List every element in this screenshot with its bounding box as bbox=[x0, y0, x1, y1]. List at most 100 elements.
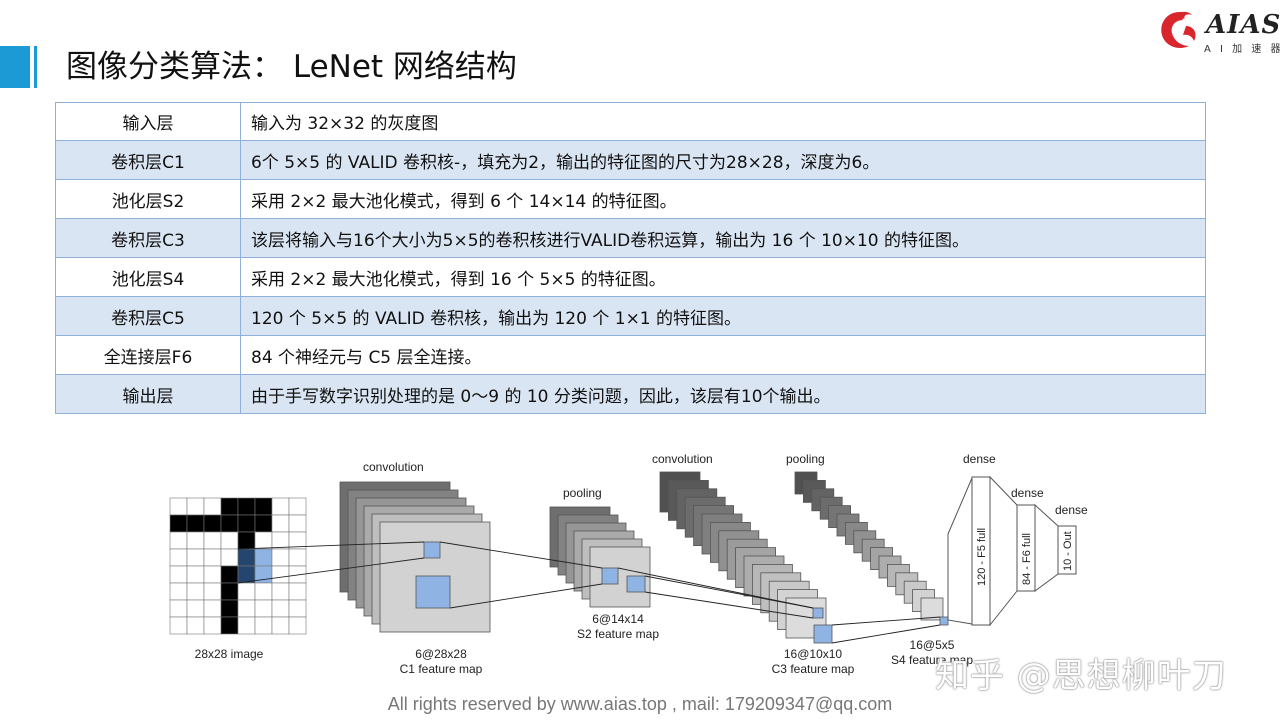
input-pixel bbox=[186, 565, 205, 584]
table-row: 输出层由于手写数字识别处理的是 0～9 的 10 分类问题，因此，该层有10个输… bbox=[55, 374, 1206, 414]
connector-line bbox=[439, 541, 603, 569]
input-pixel bbox=[254, 497, 273, 516]
input-pixel bbox=[237, 531, 256, 550]
s4-cell-highlight bbox=[939, 616, 949, 626]
input-pixel bbox=[169, 582, 188, 601]
input-pixel bbox=[237, 582, 256, 601]
input-pixel bbox=[271, 616, 290, 635]
input-pixel bbox=[220, 565, 239, 584]
input-pixel bbox=[203, 531, 222, 550]
input-pixel bbox=[271, 514, 290, 533]
input-pixel bbox=[271, 582, 290, 601]
s2-name-label: S2 feature map bbox=[577, 627, 659, 641]
input-pixel bbox=[220, 548, 239, 567]
conv1-label: convolution bbox=[363, 460, 424, 474]
f5-label: 120 - F5 full bbox=[976, 528, 988, 586]
input-pixel bbox=[271, 548, 290, 567]
input-pixel bbox=[220, 599, 239, 618]
input-pixel bbox=[203, 497, 222, 516]
input-pixel bbox=[288, 599, 307, 618]
input-pixel bbox=[271, 497, 290, 516]
input-pixel bbox=[186, 514, 205, 533]
input-pixel bbox=[271, 599, 290, 618]
dense3-label: dense bbox=[1055, 503, 1088, 517]
input-pixel bbox=[169, 599, 188, 618]
input-pixel bbox=[288, 616, 307, 635]
layer-name-cell: 输入层 bbox=[55, 102, 241, 141]
connector-line bbox=[644, 591, 814, 619]
c3-size-label: 16@10x10 bbox=[784, 647, 843, 661]
connector-line bbox=[644, 575, 814, 609]
s4-feature-map bbox=[920, 597, 944, 621]
input-pixel bbox=[203, 582, 222, 601]
c1-kernel-highlight bbox=[423, 541, 441, 559]
dense-layers: 120 - F5 full 84 - F6 full 10 - Out bbox=[947, 475, 1077, 627]
input-pixel bbox=[186, 616, 205, 635]
title-accent-line bbox=[34, 46, 37, 88]
connector-line bbox=[831, 616, 941, 626]
title-accent-bar bbox=[0, 46, 30, 88]
c3-name-label: C3 feature map bbox=[772, 662, 855, 676]
connector-line bbox=[449, 583, 603, 609]
receptive-field-lines bbox=[237, 541, 949, 644]
layer-name-cell: 全连接层F6 bbox=[55, 335, 241, 375]
c1-size-label: 6@28x28 bbox=[415, 647, 467, 661]
out-layer bbox=[1057, 525, 1077, 575]
layer-name-cell: 池化层S2 bbox=[55, 179, 241, 219]
input-pixel bbox=[271, 565, 290, 584]
input-pixel bbox=[169, 565, 188, 584]
s4-feature-stack bbox=[794, 471, 944, 621]
layer-description-cell: 120 个 5×5 的 VALID 卷积核，输出为 120 个 1×1 的特征图… bbox=[240, 296, 1206, 336]
conv2-label: convolution bbox=[652, 452, 713, 466]
logo-text: AIAS bbox=[1206, 10, 1280, 40]
layer-description-cell: 输入为 32×32 的灰度图 bbox=[240, 102, 1206, 141]
input-pixel bbox=[254, 531, 273, 550]
input-pixel bbox=[254, 514, 273, 533]
input-pixel bbox=[237, 599, 256, 618]
pool2-label: pooling bbox=[786, 452, 825, 466]
input-pixel bbox=[220, 531, 239, 550]
input-pixel bbox=[271, 531, 290, 550]
c1-pool-highlight bbox=[415, 575, 451, 609]
input-pixel bbox=[186, 599, 205, 618]
c1-feature-stack bbox=[339, 481, 491, 633]
input-pixel bbox=[203, 514, 222, 533]
input-pixel bbox=[288, 497, 307, 516]
input-pixel bbox=[254, 582, 273, 601]
aias-logo: AIAS A I 加 速 器 bbox=[1156, 8, 1280, 55]
input-pixel bbox=[169, 531, 188, 550]
diagram-labels: convolution pooling convolution pooling … bbox=[195, 452, 1088, 676]
connector-line bbox=[831, 624, 941, 644]
layer-description-cell: 6个 5×5 的 VALID 卷积核-，填充为2，输出的特征图的尺寸为28×28… bbox=[240, 140, 1206, 180]
layer-name-cell: 卷积层C3 bbox=[55, 218, 241, 258]
input-pixel bbox=[169, 548, 188, 567]
input-pixel bbox=[220, 616, 239, 635]
f6-label: 84 - F6 full bbox=[1021, 533, 1033, 585]
input-pixel bbox=[203, 616, 222, 635]
layer-name-cell: 输出层 bbox=[55, 374, 241, 414]
layer-description-cell: 该层将输入与16个大小为5×5的卷积核进行VALID卷积运算，输出为 16 个 … bbox=[240, 218, 1206, 258]
input-pixel bbox=[169, 514, 188, 533]
input-pixel bbox=[254, 616, 273, 635]
dense2-label: dense bbox=[1011, 486, 1044, 500]
input-pixel bbox=[186, 531, 205, 550]
input-pixel bbox=[254, 548, 273, 567]
connector-line bbox=[237, 557, 425, 584]
table-row: 输入层输入为 32×32 的灰度图 bbox=[55, 102, 1206, 141]
logo-subtitle: A I 加 速 器 bbox=[1204, 44, 1280, 55]
c3-cell-highlight bbox=[812, 607, 824, 619]
dense-connector-1 bbox=[947, 477, 973, 625]
s2-size-label: 6@14x14 bbox=[592, 612, 644, 626]
s4-name-label: S4 feature map bbox=[891, 653, 973, 667]
layer-description-cell: 由于手写数字识别处理的是 0～9 的 10 分类问题，因此，该层有10个输出。 bbox=[240, 374, 1206, 414]
dense1-label: dense bbox=[963, 452, 996, 466]
c3-feature-stack bbox=[659, 471, 827, 639]
out-label: 10 - Out bbox=[1062, 531, 1074, 571]
input-pixel bbox=[203, 565, 222, 584]
input-pixel bbox=[288, 582, 307, 601]
